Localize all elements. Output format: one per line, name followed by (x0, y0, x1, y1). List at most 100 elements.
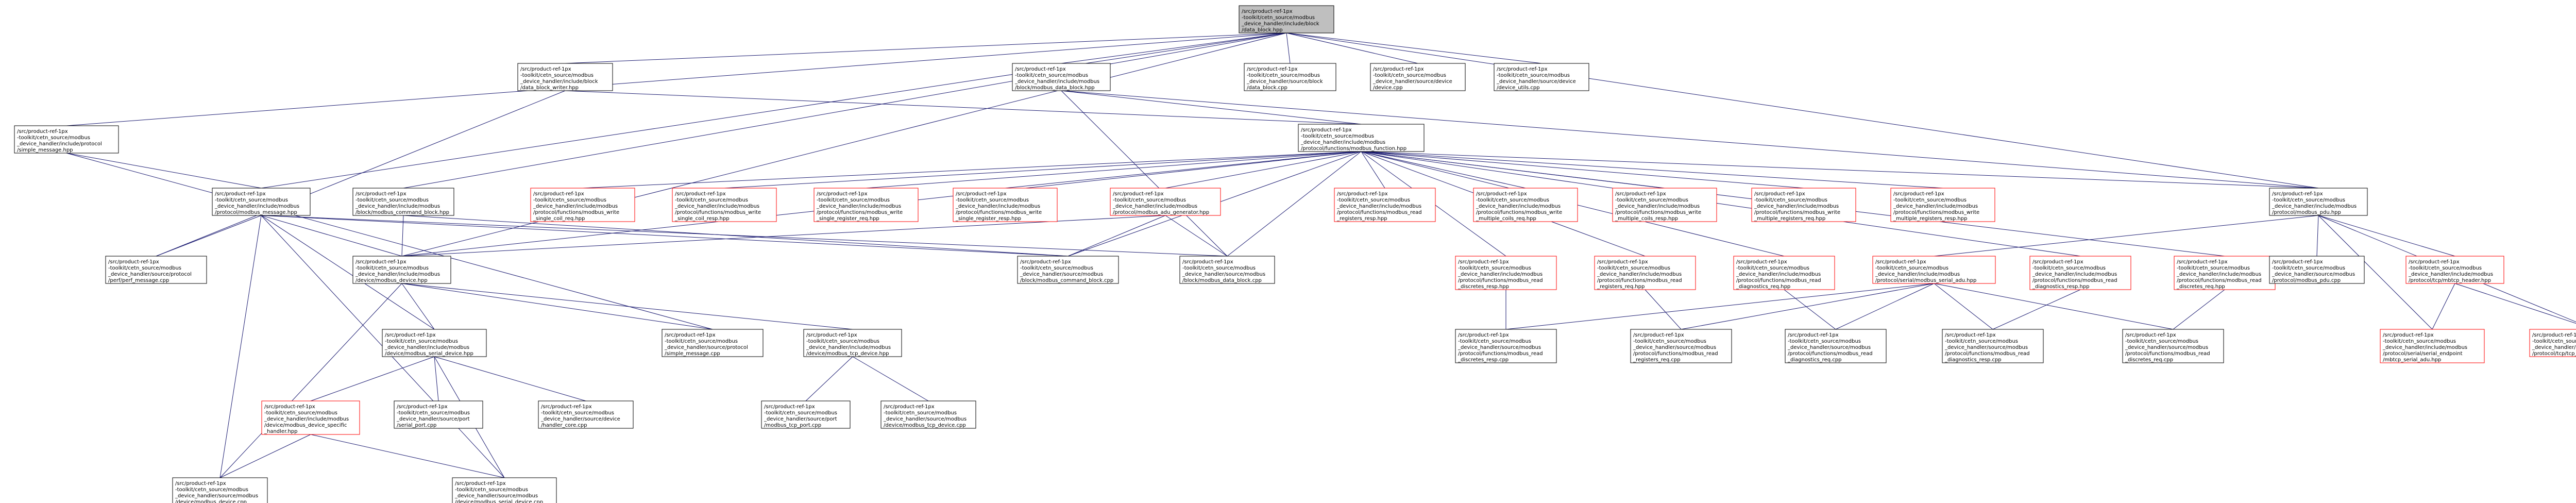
edge-line (403, 215, 1069, 257)
node-label-line: _device_handler/include/modbus (1458, 272, 1543, 277)
graph-node-n19[interactable]: /src/product-ref-1px-toolkit/cetn_source… (1890, 188, 1995, 222)
graph-node-n28[interactable]: /src/product-ref-1px-toolkit/cetn_source… (1872, 256, 1996, 284)
node-label-line: /src/product-ref-1px (397, 404, 448, 410)
graph-node-n29[interactable]: /src/product-ref-1px-toolkit/cetn_source… (2029, 256, 2131, 290)
node-label-line: _device_handler/include/modbus (1736, 272, 1821, 277)
graph-node-n26[interactable]: /src/product-ref-1px-toolkit/cetn_source… (1594, 256, 1696, 290)
graph-node-n18[interactable]: /src/product-ref-1px-toolkit/cetn_source… (1751, 188, 1856, 222)
graph-node-n2[interactable]: /src/product-ref-1px-toolkit/cetn_source… (1012, 63, 1111, 91)
node-label-line: _device_handler/source/modbus (2272, 272, 2355, 277)
graph-node-n47[interactable]: /src/product-ref-1px-toolkit/cetn_source… (880, 400, 976, 429)
graph-node-n48[interactable]: /src/product-ref-1px-toolkit/cetn_source… (172, 477, 268, 503)
graph-node-n8[interactable]: /src/product-ref-1px-toolkit/cetn_source… (212, 188, 311, 216)
node-box (2122, 329, 2224, 363)
node-label-line: /protocol/functions/modbus_read (2125, 351, 2210, 357)
graph-edge (434, 356, 586, 401)
graph-node-n31[interactable]: /src/product-ref-1px-toolkit/cetn_source… (2269, 256, 2365, 284)
edge-line (401, 283, 713, 330)
node-label-line: _single_coil_req.hpp (533, 216, 585, 222)
node-label-line: /src/product-ref-1px (1182, 259, 1233, 265)
graph-node-n35[interactable]: /src/product-ref-1px-toolkit/cetn_source… (803, 329, 902, 357)
graph-node-n40[interactable]: /src/product-ref-1px-toolkit/cetn_source… (2122, 329, 2224, 363)
graph-node-n12[interactable]: /src/product-ref-1px-toolkit/cetn_source… (814, 188, 919, 222)
graph-node-n46[interactable]: /src/product-ref-1px-toolkit/cetn_source… (761, 400, 851, 429)
node-box (803, 329, 902, 357)
node-label-line: /src/product-ref-1px (1458, 332, 1509, 338)
graph-node-n3[interactable]: /src/product-ref-1px-toolkit/cetn_source… (1244, 63, 1336, 91)
node-label-line: -toolkit/cetn_source/modbus (520, 73, 594, 78)
graph-node-n25[interactable]: /src/product-ref-1px-toolkit/cetn_source… (1455, 256, 1557, 290)
graph-node-n30[interactable]: /src/product-ref-1px-toolkit/cetn_source… (2174, 256, 2276, 290)
node-label-line: _device_handler/source/modbus (1944, 345, 2028, 350)
node-label-line: /device/modbus_serial_device.cpp (455, 499, 543, 503)
edge-line (1061, 90, 1228, 257)
edge-line (1361, 151, 1385, 189)
node-label-line: /protocol/functions/modbus_write (675, 210, 761, 215)
graph-node-n44[interactable]: /src/product-ref-1px-toolkit/cetn_source… (394, 400, 483, 429)
graph-edge (403, 215, 1069, 257)
graph-node-n7[interactable]: /src/product-ref-1px-toolkit/cetn_source… (1298, 124, 1425, 152)
graph-node-n42[interactable]: /src/product-ref-1px-toolkit/cetn_source… (2529, 329, 2576, 357)
node-label-line: /src/product-ref-1px (665, 332, 716, 338)
node-label-line: _device_handler/source/device (1496, 79, 1576, 85)
graph-node-n11[interactable]: /src/product-ref-1px-toolkit/cetn_source… (672, 188, 777, 222)
graph-node-n38[interactable]: /src/product-ref-1px-toolkit/cetn_source… (1785, 329, 1887, 363)
node-label-line: /protocol/functions/modbus_read (1788, 351, 1873, 357)
node-label-line: /device/modbus_serial_device.hpp (385, 351, 473, 357)
graph-node-n4[interactable]: /src/product-ref-1px-toolkit/cetn_source… (1370, 63, 1466, 91)
node-label-line: _device_handler/source/device (1372, 79, 1452, 85)
graph-node-n21[interactable]: /src/product-ref-1px-toolkit/cetn_source… (105, 256, 207, 284)
graph-node-n37[interactable]: /src/product-ref-1px-toolkit/cetn_source… (1630, 329, 1732, 363)
graph-edge (1005, 151, 1362, 189)
graph-node-n9[interactable]: /src/product-ref-1px-toolkit/cetn_source… (352, 188, 454, 216)
node-label-line: _single_coil_resp.hpp (674, 216, 730, 222)
graph-node-n23[interactable]: /src/product-ref-1px-toolkit/cetn_source… (1017, 256, 1119, 284)
graph-node-root[interactable]: /src/product-ref-1px-toolkit/cetn_source… (1239, 5, 1334, 33)
node-label-line: -toolkit/cetn_source/modbus (2272, 197, 2345, 203)
graph-node-n43[interactable]: /src/product-ref-1px-toolkit/cetn_source… (261, 400, 360, 435)
graph-edge (1934, 283, 1993, 330)
node-layer: /src/product-ref-1px-toolkit/cetn_source… (14, 5, 2576, 503)
graph-edge (401, 283, 435, 330)
graph-node-n49[interactable]: /src/product-ref-1px-toolkit/cetn_source… (452, 477, 557, 503)
node-box (452, 477, 557, 503)
graph-node-n34[interactable]: /src/product-ref-1px-toolkit/cetn_source… (662, 329, 764, 357)
graph-node-n10[interactable]: /src/product-ref-1px-toolkit/cetn_source… (530, 188, 635, 222)
graph-node-n20[interactable]: /src/product-ref-1px-toolkit/cetn_source… (2269, 188, 2368, 216)
node-label-line: _device_handler/include/modbus (2532, 345, 2576, 350)
node-box (394, 400, 483, 429)
graph-node-n1[interactable]: /src/product-ref-1px-toolkit/cetn_source… (517, 63, 613, 91)
graph-node-n22[interactable]: /src/product-ref-1px-toolkit/cetn_source… (352, 256, 451, 284)
node-label-line: _registers_req.hpp (1597, 284, 1645, 290)
graph-edge (2318, 215, 2455, 257)
graph-node-n17[interactable]: /src/product-ref-1px-toolkit/cetn_source… (1612, 188, 1717, 222)
graph-node-n16[interactable]: /src/product-ref-1px-toolkit/cetn_source… (1473, 188, 1578, 222)
node-label-line: _device_handler/include/block (1241, 21, 1319, 27)
graph-node-n32[interactable]: /src/product-ref-1px-toolkit/cetn_source… (2405, 256, 2504, 284)
edge-line (1934, 283, 1993, 330)
node-label-line: -toolkit/cetn_source/modbus (397, 410, 470, 416)
node-label-line: /protocol/functions/modbus_function.hpp (1301, 146, 1406, 152)
graph-node-n45[interactable]: /src/product-ref-1px-toolkit/cetn_source… (538, 400, 634, 429)
graph-edge (1227, 151, 1362, 257)
graph-node-n15[interactable]: /src/product-ref-1px-toolkit/cetn_source… (1334, 188, 1436, 222)
graph-node-n39[interactable]: /src/product-ref-1px-toolkit/cetn_source… (1942, 329, 2044, 363)
node-box (1110, 188, 1221, 216)
node-label-line: /src/product-ref-1px (108, 259, 159, 265)
graph-node-n5[interactable]: /src/product-ref-1px-toolkit/cetn_source… (1494, 63, 1589, 91)
node-label-line: _device_handler/include/modbus (1112, 204, 1197, 209)
graph-edge (310, 434, 505, 478)
node-label-line: /src/product-ref-1px (1497, 66, 1548, 72)
node-label-line: -toolkit/cetn_source/modbus (1373, 73, 1446, 78)
node-label-line: /device/modbus_device.cpp (175, 499, 247, 503)
graph-node-n24[interactable]: /src/product-ref-1px-toolkit/cetn_source… (1179, 256, 1275, 284)
graph-node-n27[interactable]: /src/product-ref-1px-toolkit/cetn_source… (1733, 256, 1835, 290)
graph-node-n36[interactable]: /src/product-ref-1px-toolkit/cetn_source… (1455, 329, 1557, 363)
graph-node-n41[interactable]: /src/product-ref-1px-toolkit/cetn_source… (2380, 329, 2485, 363)
graph-edge (401, 283, 853, 330)
graph-node-n33[interactable]: /src/product-ref-1px-toolkit/cetn_source… (382, 329, 487, 357)
graph-node-n14[interactable]: /src/product-ref-1px-toolkit/cetn_source… (1110, 188, 1221, 216)
graph-node-n6[interactable]: /src/product-ref-1px-toolkit/cetn_source… (14, 125, 119, 154)
edge-line (401, 283, 435, 330)
graph-node-n13[interactable]: /src/product-ref-1px-toolkit/cetn_source… (953, 188, 1058, 222)
